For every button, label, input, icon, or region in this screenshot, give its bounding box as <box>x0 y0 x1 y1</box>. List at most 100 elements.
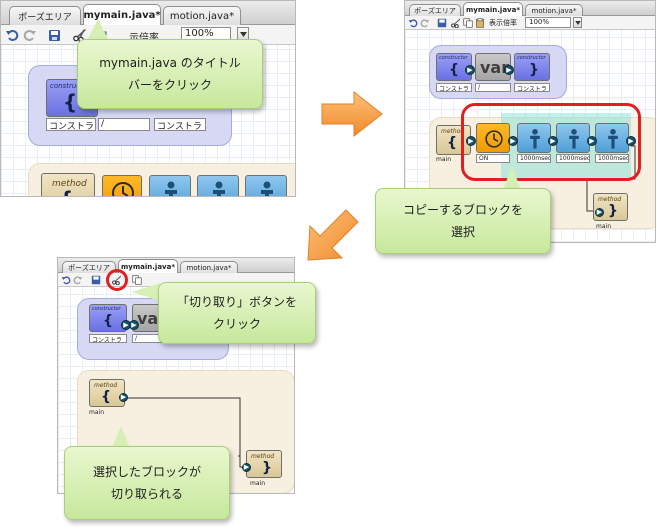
tab-pose-area[interactable]: ポーズエリア <box>409 4 461 16</box>
tab-mymain-java[interactable]: mymain.java* <box>463 2 523 16</box>
callout-step-1-line-1: mymain.java のタイトル <box>99 55 241 70</box>
timer-block[interactable] <box>102 175 142 196</box>
constructor-end-block[interactable]: constructor } <box>514 53 550 81</box>
method-caption: method <box>598 196 622 203</box>
tab-motion-java[interactable]: motion.java* <box>180 261 238 273</box>
save-icon[interactable] <box>437 18 447 28</box>
method-name-label: main <box>596 223 611 230</box>
method-caption: method <box>251 453 275 460</box>
callout-step-4-line-2: 切り取られる <box>110 487 183 501</box>
timer-block[interactable] <box>476 123 510 153</box>
var-text: var <box>480 58 510 77</box>
connector-icon: ▶ <box>587 136 597 146</box>
brace-open-icon: { <box>101 389 111 405</box>
callout-step-1-line-2: バーをクリック <box>127 78 212 92</box>
copy-icon[interactable] <box>463 18 473 28</box>
person-icon <box>530 129 540 149</box>
callout-tail <box>132 283 160 301</box>
brace-close-icon: } <box>262 460 272 476</box>
step-arrow-right-icon <box>321 90 383 138</box>
brace-open-icon: { <box>103 313 113 329</box>
person-icon <box>213 181 225 196</box>
connector-icon: ▶ <box>466 136 476 146</box>
zoom-select[interactable]: 100% <box>525 17 571 28</box>
tab-mymain-java[interactable]: mymain.java* <box>118 259 178 273</box>
brace-open-icon: { <box>59 189 73 196</box>
undo-icon[interactable] <box>61 275 71 285</box>
constructor-caption: constructor <box>50 82 91 90</box>
person-icon <box>261 181 273 196</box>
selection-highlight <box>461 103 641 181</box>
method-main-block[interactable]: method { <box>89 379 125 407</box>
method-caption: method <box>94 382 118 389</box>
callout-tail <box>503 166 521 190</box>
undo-icon[interactable] <box>408 18 418 28</box>
pose-block-1[interactable] <box>149 175 191 196</box>
timer-icon <box>485 130 503 148</box>
tab-pose-area[interactable]: ポーズエリア <box>62 261 116 273</box>
tab-pose-area[interactable]: ポーズエリア <box>9 6 81 25</box>
var-value-label: / <box>475 83 511 92</box>
redo-icon[interactable] <box>420 18 430 28</box>
callout-step-4-line-1: 選択したブロックが <box>92 464 201 479</box>
pose-block-2[interactable] <box>197 175 239 196</box>
var-block[interactable]: var <box>475 53 511 81</box>
constructor-caption: constructor <box>439 55 468 61</box>
cut-icon[interactable] <box>451 18 461 28</box>
constructor-end-label: コンストラ <box>514 83 550 92</box>
callout-step-2: コピーするブロックを 選択 <box>375 188 551 254</box>
connector-icon: ▶ <box>508 136 518 146</box>
method-name-label: main <box>250 480 265 487</box>
brace-close-icon: } <box>608 203 618 219</box>
timer-icon <box>112 182 134 196</box>
connector-icon: ▶ <box>129 320 139 330</box>
brace-open-icon: { <box>449 62 459 78</box>
callout-step-2-line-2: 選択 <box>450 225 475 239</box>
connector-icon: ▶ <box>504 65 514 75</box>
undo-icon[interactable] <box>5 28 19 42</box>
save-icon[interactable] <box>91 275 101 285</box>
save-icon[interactable] <box>47 28 61 42</box>
brace-open-icon: { <box>447 135 457 151</box>
pose-duration-label: 1000msec <box>595 154 629 163</box>
person-icon <box>608 129 618 149</box>
pose-block-2[interactable] <box>556 123 590 153</box>
file-tab-bar: ポーズエリア mymain.java* motion.java* <box>405 1 655 16</box>
file-tab-bar: ポーズエリア mymain.java* motion.java* <box>1 1 295 25</box>
callout-step-3-line-1: 「切り取り」ボタンを <box>176 294 297 309</box>
callout-step-4: 選択したブロックが 切り取られる <box>64 446 230 520</box>
method-end-block[interactable]: method } <box>246 450 282 478</box>
callout-tail <box>112 426 130 448</box>
paste-icon[interactable] <box>475 18 485 28</box>
constructor-start-label: コンストラ <box>436 83 472 92</box>
zoom-label: 表示倍率 <box>489 19 517 27</box>
constructor-end-label: コンストラ <box>154 118 206 131</box>
copy-icon[interactable] <box>132 275 142 285</box>
editor-toolbar: 表示倍率 100% <box>405 16 655 30</box>
connector-icon: ▶ <box>119 393 128 402</box>
step-arrow-down-left-icon <box>307 209 359 261</box>
method-main-block[interactable]: method { <box>41 173 95 196</box>
callout-step-3-line-2: クリック <box>212 317 261 331</box>
zoom-label: 示倍率 <box>129 29 159 44</box>
tab-motion-java[interactable]: motion.java* <box>163 6 241 25</box>
pose-block-3[interactable] <box>245 175 287 196</box>
method-main-block[interactable]: method { <box>436 125 471 155</box>
method-name-label: main <box>436 156 451 163</box>
constructor-start-block[interactable]: constructor { <box>89 304 127 332</box>
brace-close-icon: } <box>529 62 539 78</box>
method-name-label: main <box>89 409 104 416</box>
connector-icon: ▶ <box>595 208 604 217</box>
person-icon <box>165 181 177 196</box>
cut-button-highlight <box>106 269 128 291</box>
pose-duration-label: 1000msec <box>556 154 590 163</box>
redo-icon[interactable] <box>23 28 37 42</box>
timer-value-label: ON <box>476 154 510 163</box>
callout-step-2-line-1: コピーするブロックを <box>402 202 523 217</box>
chevron-down-icon[interactable] <box>573 17 582 28</box>
redo-icon[interactable] <box>73 275 83 285</box>
method-caption: method <box>441 128 465 135</box>
callout-step-3: 「切り取り」ボタンを クリック <box>158 282 316 344</box>
callout-step-1: mymain.java のタイトル バーをクリック <box>77 39 263 109</box>
tab-motion-java[interactable]: motion.java* <box>525 4 583 16</box>
